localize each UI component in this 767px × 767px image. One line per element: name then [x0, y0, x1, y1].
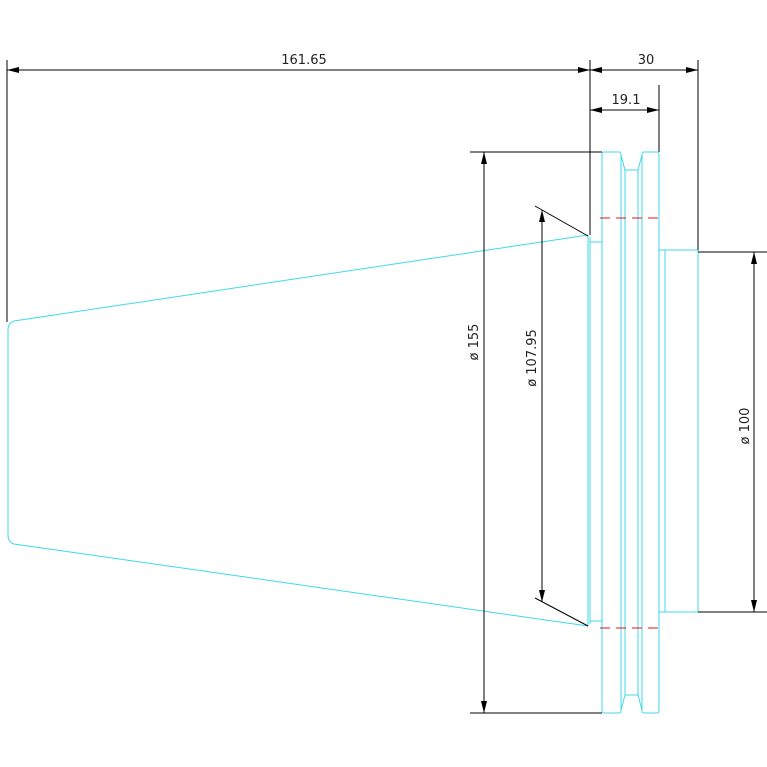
arrow-155-top	[481, 152, 487, 164]
arrow-30-left	[590, 67, 602, 73]
pilot-shoulder	[658, 242, 699, 621]
taper-cone	[7, 234, 589, 627]
label-diameter-107: ø 107.95	[525, 329, 540, 387]
arrow-100-top	[751, 252, 757, 264]
arrow-107-top	[539, 210, 545, 222]
v-groove	[620, 154, 643, 711]
label-overall-length: 161.65	[281, 53, 327, 68]
arrow-107-bottom	[539, 590, 545, 602]
leader-107-bottom	[534, 597, 589, 627]
label-flange-width: 19.1	[612, 93, 641, 108]
arrow-100-bottom	[751, 600, 757, 612]
groove-core	[624, 169, 639, 696]
part-outline	[7, 151, 699, 714]
flange-hub	[589, 241, 603, 622]
dimension-lines	[6, 60, 767, 714]
hidden-lines	[600, 217, 662, 629]
arrow-155-bottom	[481, 701, 487, 713]
label-diameter-100: ø 100	[738, 408, 753, 445]
arrow-161-right	[578, 67, 590, 73]
label-flange-length: 30	[638, 53, 655, 68]
flange-ring-2	[641, 151, 660, 714]
arrow-19-right	[647, 107, 659, 113]
arrowheads	[7, 67, 757, 713]
arrow-19-left	[590, 107, 602, 113]
leader-107-top	[534, 205, 589, 237]
label-diameter-155: ø 155	[467, 324, 482, 361]
arrow-30-right	[686, 67, 698, 73]
flange-ring-1	[601, 151, 622, 714]
arrow-161-left	[7, 67, 19, 73]
